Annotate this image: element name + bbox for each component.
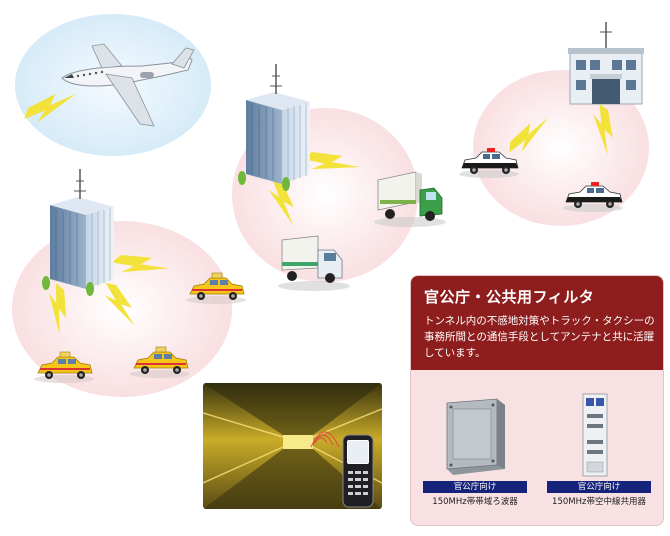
police-station-icon [568, 22, 644, 105]
info-panel: 官公庁・公共用フィルタ トンネル内の不感地対策やトラック・タクシーの事務所間との… [410, 275, 664, 526]
office-building-icon [41, 168, 115, 297]
panel-header: 官公庁・公共用フィルタ トンネル内の不感地対策やトラック・タクシーの事務所間との… [411, 276, 663, 370]
product-category-tag: 官公庁向け [547, 481, 651, 493]
antenna-duplexer-image [581, 392, 611, 478]
truck-icon [374, 171, 446, 227]
product-name: 150MHz帯空中線共用器 [552, 497, 646, 507]
tunnel-photo [203, 383, 382, 509]
bandpass-filter-image [439, 397, 509, 477]
office-building-icon [237, 63, 311, 192]
truck-icon [278, 235, 350, 291]
mobile-phone-icon [342, 434, 374, 508]
panel-title: 官公庁・公共用フィルタ [424, 288, 595, 306]
airplane-icon [61, 43, 195, 127]
panel-description: トンネル内の不感地対策やトラック・タクシーの事務所間との通信手段としてアンテナと… [424, 315, 655, 359]
product-category-tag: 官公庁向け [423, 481, 527, 493]
product-name: 150MHz帯帯域ろ波器 [432, 497, 518, 507]
